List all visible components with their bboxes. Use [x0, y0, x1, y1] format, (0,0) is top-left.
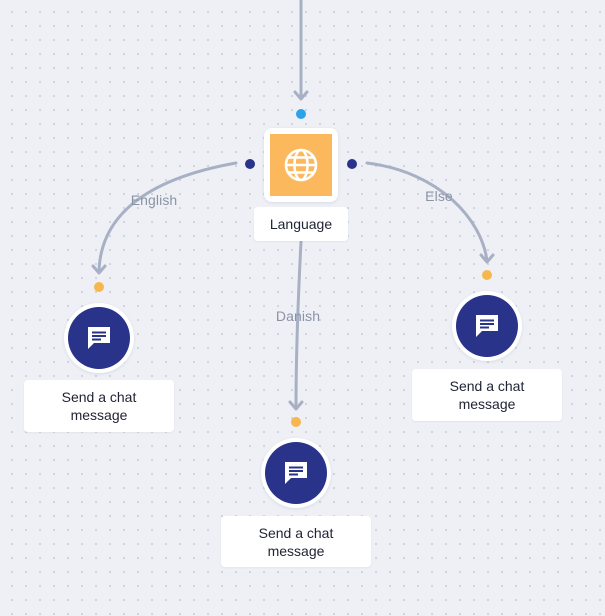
chat-message-icon — [285, 462, 307, 484]
language-node-title: Language — [269, 216, 333, 232]
else-chat-node[interactable] — [452, 291, 522, 361]
english-chat-node-label-line1: Send a chat — [61, 389, 137, 405]
english-chat-node[interactable] — [64, 303, 134, 373]
else-chat-node-label-line1: Send a chat — [449, 378, 525, 394]
chat-tile — [68, 307, 130, 369]
danish-edge-label: Danish — [275, 308, 321, 324]
language-output-port-right[interactable] — [347, 159, 357, 169]
danish-chat-node[interactable] — [261, 438, 331, 508]
language-input-port[interactable] — [296, 109, 306, 119]
chat-tile — [456, 295, 518, 357]
else-chat-node-label: Send a chat message — [412, 369, 562, 421]
else-edge-label: Else — [425, 188, 453, 204]
else-node-input-port[interactable] — [482, 270, 492, 280]
english-chat-node-label-line2: message — [70, 407, 128, 423]
language-node-label: Language — [254, 207, 348, 241]
chat-tile — [265, 442, 327, 504]
else-chat-node-label-line2: message — [458, 396, 516, 412]
danish-connection[interactable] — [294, 240, 303, 410]
english-chat-node-label: Send a chat message — [24, 380, 174, 432]
danish-chat-node-label-line1: Send a chat — [258, 524, 334, 541]
english-connection[interactable] — [97, 161, 238, 274]
danish-chat-node-label-line2: message — [267, 542, 325, 559]
language-tile — [270, 134, 332, 196]
chat-message-icon — [476, 315, 498, 337]
english-edge-label: English — [130, 192, 178, 208]
english-arrowhead — [91, 264, 107, 275]
incoming-arrowhead — [293, 90, 309, 101]
else-connection[interactable] — [365, 161, 489, 263]
danish-chat-node-label: Send a chat message — [221, 516, 371, 567]
language-node[interactable] — [264, 128, 338, 202]
danish-arrowhead — [288, 400, 304, 411]
danish-node-input-port[interactable] — [291, 417, 301, 427]
language-output-port-left[interactable] — [245, 159, 255, 169]
else-arrowhead — [479, 253, 495, 264]
english-node-input-port[interactable] — [94, 282, 104, 292]
globe-icon — [284, 148, 318, 182]
chat-message-icon — [88, 327, 110, 349]
